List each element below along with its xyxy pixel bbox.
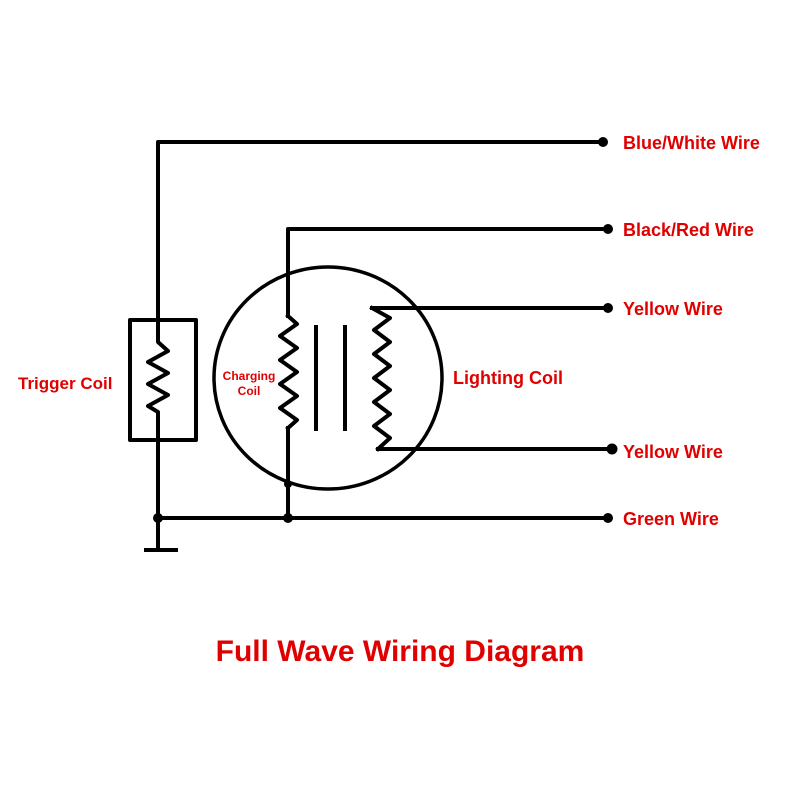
wire-label-blue-white: Blue/White Wire [623, 133, 760, 153]
wire-label-green: Green Wire [623, 509, 719, 529]
lighting-coil-label: Lighting Coil [453, 368, 563, 388]
wire-label-yellow-1: Yellow Wire [623, 299, 723, 319]
terminal-dot-blue-white [598, 137, 608, 147]
wire-label-yellow-2: Yellow Wire [623, 442, 723, 462]
lighting-coil-resistor-icon [369, 305, 392, 452]
charging-coil-label-line2: Coil [238, 384, 261, 398]
black-red-wire [286, 227, 610, 318]
diagram-title: Full Wave Wiring Diagram [216, 635, 585, 668]
charging-coil-label-line1: Charging [223, 369, 276, 383]
terminal-dot-yellow-1 [603, 303, 613, 313]
terminal-dot-yellow-2 [606, 443, 618, 455]
junction-dot-charging-circle [284, 480, 292, 488]
stator-circle [212, 265, 444, 491]
wire-label-black-red: Black/Red Wire [623, 220, 754, 240]
trigger-coil-label: Trigger Coil [18, 374, 112, 393]
blue-white-wire [156, 140, 605, 322]
trigger-coil-box [128, 318, 198, 442]
junction-dot-charging-green [283, 513, 293, 523]
junction-dot-trigger-green [153, 513, 163, 523]
terminal-dot-green [603, 513, 613, 523]
trigger-coil-resistor-icon [146, 318, 170, 442]
charging-coil-resistor-icon [278, 313, 299, 431]
terminal-dot-black-red [603, 224, 613, 234]
